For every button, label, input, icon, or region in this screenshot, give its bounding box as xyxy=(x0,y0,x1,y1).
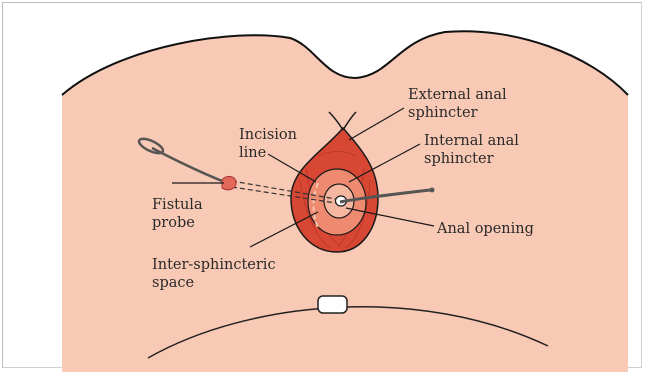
fistula-external-opening xyxy=(222,176,236,189)
umbilicus-marker xyxy=(318,296,347,313)
label-internal-anal-sphincter-1: Internal anal xyxy=(424,133,519,149)
label-external-anal-sphincter-1: External anal xyxy=(408,87,507,103)
label-inter-sphincteric-2: space xyxy=(152,275,194,291)
label-fistula-probe-2: probe xyxy=(152,215,195,231)
label-incision-line-2: line xyxy=(239,145,266,161)
label-inter-sphincteric-1: Inter-sphincteric xyxy=(152,257,276,273)
label-internal-anal-sphincter-2: sphincter xyxy=(424,151,494,167)
label-fistula-probe-1: Fistula xyxy=(152,197,203,213)
probe-tip xyxy=(430,188,435,193)
label-incision-line-1: Incision xyxy=(239,127,297,143)
label-anal-opening: Anal opening xyxy=(436,221,534,237)
label-external-anal-sphincter-2: sphincter xyxy=(408,105,478,121)
